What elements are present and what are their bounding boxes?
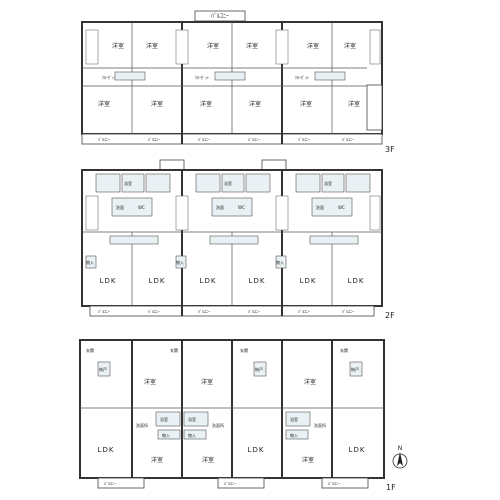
- balcony-2f-2: ﾊﾞﾙｺﾆｰ: [148, 309, 160, 314]
- wash-1f-2: 洗面所: [212, 422, 224, 428]
- balcony-1f-2: [217, 477, 265, 489]
- entrance-1f-3: 玄関: [240, 347, 248, 353]
- storage-2f-1: 物入: [86, 259, 94, 265]
- ldk-2f-3: LDK: [200, 277, 217, 285]
- ldk-1f-1: LDK: [98, 446, 115, 454]
- bath-2f-3: 浴室: [324, 180, 332, 186]
- wet-areas-2f: [95, 173, 371, 217]
- entrance-1f-4: 玄関: [340, 347, 348, 353]
- bath-2f-2: 浴室: [224, 180, 232, 186]
- floor-label-3f: 3F: [385, 145, 395, 154]
- balcony-2f-5: ﾊﾞﾙｺﾆｰ: [298, 309, 310, 314]
- entrance-1f-1: 玄関: [86, 347, 94, 353]
- balcony-3f-5: ﾊﾞﾙｺﾆｰ: [298, 137, 310, 142]
- ldk-2f-4: LDK: [249, 277, 266, 285]
- north-arrow-icon: [397, 452, 403, 466]
- room-1f-2: 洋室: [201, 378, 213, 386]
- room-3f-c3: 洋室: [300, 100, 312, 108]
- room-1f-4: 洋室: [151, 456, 163, 464]
- balcony-3f-3: ﾊﾞﾙｺﾆｰ: [198, 137, 210, 142]
- compass-label: N: [398, 445, 403, 452]
- floor-2f: 浴室 浴室 浴室 洗面 洗面 洗面 WC WC WC 物入 物入 物入 LDK …: [81, 159, 395, 320]
- closet-3f-1: ｸﾛｰｾﾞｯﾄ: [102, 74, 116, 80]
- storage-1f-1: 物入: [162, 432, 170, 438]
- balcony-2f-4: ﾊﾞﾙｺﾆｰ: [248, 309, 260, 314]
- balcony-3f-4: ﾊﾞﾙｺﾆｰ: [248, 137, 260, 142]
- room-3f-c1: 洋室: [307, 42, 319, 50]
- closet-3f-3: ｸﾛｰｾﾞｯﾄ: [295, 74, 309, 80]
- toilet-2f-2: WC: [238, 205, 245, 210]
- storage-2f-3: 物入: [276, 259, 284, 265]
- balcony-1f-2-label: ﾊﾞﾙｺﾆｰ: [224, 481, 236, 486]
- balcony-3f-2: ﾊﾞﾙｺﾆｰ: [148, 137, 160, 142]
- room-3f-b3: 洋室: [200, 100, 212, 108]
- toilet-2f-3: WC: [338, 205, 345, 210]
- balcony-3f-6: ﾊﾞﾙｺﾆｰ: [342, 137, 354, 142]
- wash-1f-1: 洗面所: [136, 422, 148, 428]
- wash-2f-3: 洗面: [316, 204, 324, 210]
- storage-1f-3: 物入: [290, 432, 298, 438]
- bath-1f-2: 浴室: [188, 416, 196, 422]
- balcony-1f-3: [321, 477, 369, 489]
- wash-2f-2: 洗面: [216, 204, 224, 210]
- compass: N: [392, 445, 408, 469]
- room-3f-b2: 洋室: [246, 42, 258, 50]
- ldk-2f-2: LDK: [149, 277, 166, 285]
- balcony-3f-top-label: ﾊﾞﾙｺﾆｰ: [211, 13, 229, 20]
- room-1f-5: 洋室: [202, 456, 214, 464]
- bath-1f-1: 浴室: [160, 416, 168, 422]
- room-3f-a1: 洋室: [112, 42, 124, 50]
- balcony-3f-1: ﾊﾞﾙｺﾆｰ: [98, 137, 110, 142]
- room-3f-b1: 洋室: [207, 42, 219, 50]
- stairs-3f-2: [175, 29, 189, 65]
- room-1f-1: 洋室: [144, 378, 156, 386]
- room-1f-3: 洋室: [304, 378, 316, 386]
- room-3f-b4: 洋室: [249, 100, 261, 108]
- storage-1f-2: 物入: [188, 432, 196, 438]
- storeroom-1f-2: 納戸: [255, 366, 263, 372]
- balcony-2f-3: ﾊﾞﾙｺﾆｰ: [198, 309, 210, 314]
- storeroom-1f-3: 納戸: [351, 366, 359, 372]
- floor-label-2f: 2F: [385, 311, 395, 320]
- storeroom-1f-1: 納戸: [99, 366, 107, 372]
- stairs-3f-3: [275, 29, 289, 65]
- floor-label-1f: 1F: [386, 483, 396, 492]
- ldk-2f-1: LDK: [100, 277, 117, 285]
- closet-3f-2: ｸﾛｰｾﾞｯﾄ: [195, 74, 209, 80]
- room-1f-6: 洋室: [302, 456, 314, 464]
- room-3f-c2: 洋室: [344, 42, 356, 50]
- bath-2f-1: 浴室: [124, 180, 132, 186]
- balcony-3f-side: [366, 84, 383, 131]
- ldk-2f-6: LDK: [348, 277, 365, 285]
- balcony-1f-1-label: ﾊﾞﾙｺﾆｰ: [104, 481, 116, 486]
- ldk-1f-2: LDK: [248, 446, 265, 454]
- stairs-3f-1: [85, 29, 99, 65]
- ldk-2f-5: LDK: [300, 277, 317, 285]
- balcony-1f-3-label: ﾊﾞﾙｺﾆｰ: [328, 481, 340, 486]
- room-3f-a3: 洋室: [98, 100, 110, 108]
- room-3f-a2: 洋室: [146, 42, 158, 50]
- balcony-1f-1: [97, 477, 145, 489]
- balcony-2f-6: ﾊﾞﾙｺﾆｰ: [342, 309, 354, 314]
- floor-1f: ﾊﾞﾙｺﾆｰ ﾊﾞﾙｺﾆｰ ﾊﾞﾙｺﾆｰ 玄関 玄関 玄関 玄関 納戸 納戸 納…: [79, 339, 396, 492]
- wash-2f-1: 洗面: [116, 204, 124, 210]
- balcony-2f-bottom: [89, 305, 375, 317]
- toilet-2f-1: WC: [138, 205, 145, 210]
- storage-2f-2: 物入: [176, 259, 184, 265]
- room-3f-c4: 洋室: [348, 100, 360, 108]
- room-3f-a4: 洋室: [151, 100, 163, 108]
- ldk-1f-3: LDK: [349, 446, 366, 454]
- floor-3f: ﾊﾞﾙｺﾆｰ 洋室 洋室 洋室 洋室 洋室 洋室 ｸﾛｰｾﾞｯﾄ ｸﾛｰｾﾞｯﾄ…: [81, 10, 395, 154]
- entrance-1f-2: 玄関: [170, 347, 178, 353]
- balcony-2f-1: ﾊﾞﾙｺﾆｰ: [98, 309, 110, 314]
- balcony-3f-bottom: [81, 133, 383, 145]
- bath-1f-3: 浴室: [290, 416, 298, 422]
- wash-1f-3: 洗面所: [314, 422, 326, 428]
- stairs-3f-4: [369, 29, 381, 65]
